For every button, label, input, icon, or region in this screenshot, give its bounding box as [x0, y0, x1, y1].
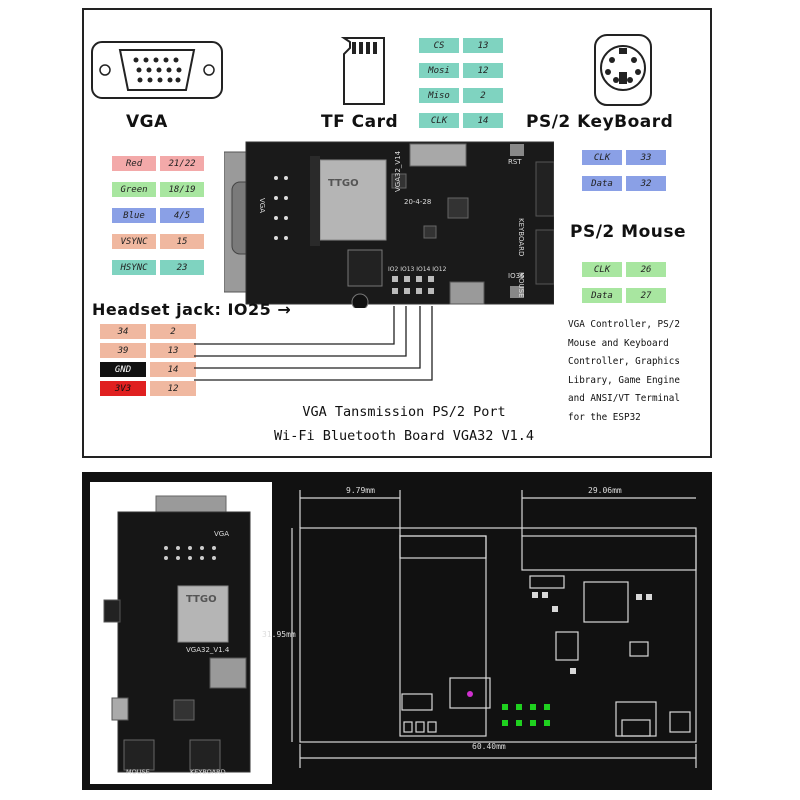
headset-jack-label: Headset jack: IO25 →: [92, 300, 292, 319]
description-line: Mouse and Keyboard: [568, 337, 669, 349]
pin-number-pill: 2: [463, 88, 503, 103]
caption-line-1: VGA Tansmission PS/2 Port: [302, 404, 506, 420]
pin-number-pill: 15: [160, 234, 204, 249]
ps2-connector-icon: [594, 34, 652, 106]
description-line: VGA Controller, PS/2: [568, 319, 680, 330]
pin-name-pill: CLK: [582, 262, 622, 277]
vga-board-label: VGA: [258, 198, 266, 214]
pin-name-pill: Mosi: [419, 63, 459, 78]
board-photo: TTGO VGA32_V14 20-4-28 KEYBOARD MOUSE RS…: [224, 138, 554, 308]
photo-model-label: VGA32_V1.4: [186, 646, 230, 654]
pin-number-pill: 26: [626, 262, 666, 277]
ps2-mouse-title: PS/2 Mouse: [570, 222, 687, 242]
keyboard-label: KEYBOARD: [517, 218, 525, 257]
pin-name-pill: GND: [100, 362, 146, 377]
pin-name-pill: CLK: [582, 150, 622, 165]
rst-label: RST: [508, 158, 522, 166]
pin-name-pill: Red: [112, 156, 156, 171]
dim-top-left: 9.79mm: [346, 486, 375, 495]
io-header-label: IO2 IO13 IO14 IO12: [388, 266, 447, 273]
pin-name-pill: CLK: [419, 113, 459, 128]
date-label: 20-4-28: [404, 198, 432, 206]
pin-number-pill: 23: [160, 260, 204, 275]
pin-number-pill: 13: [150, 343, 196, 358]
pin-number-pill: 21/22: [160, 156, 204, 171]
caption: VGA Tansmission PS/2 Port Wi-Fi Bluetoot…: [254, 400, 554, 448]
pin-number-pill: 27: [626, 288, 666, 303]
pin-name-pill: HSYNC: [112, 260, 156, 275]
tf-card-title: TF Card: [321, 112, 399, 132]
pin-name-pill: Green: [112, 182, 156, 197]
dim-height: 31.95mm: [262, 630, 296, 639]
photo-mouse-label: MOUSE: [126, 768, 150, 776]
description-line: Controller, Graphics: [568, 356, 680, 367]
sd-card-icon: [340, 37, 385, 105]
pin-name-pill: Data: [582, 288, 622, 303]
pin-name-pill: Miso: [419, 88, 459, 103]
description-line: Library, Game Engine: [568, 374, 680, 386]
pin-number-pill: 2: [150, 324, 196, 339]
pin-name-pill: VSYNC: [112, 234, 156, 249]
ttgo-label: TTGO: [328, 178, 359, 189]
cad-drawing: [291, 490, 697, 768]
io36-label: IO36: [508, 272, 525, 280]
pin-number-pill: 14: [150, 362, 196, 377]
description-line: and ANSI/VT Terminal: [568, 393, 680, 404]
model-label: VGA32_V14: [394, 150, 402, 192]
photo-vga-label: VGA: [214, 530, 230, 538]
pin-name-pill: Data: [582, 176, 622, 191]
photo-ttgo-label: TTGO: [186, 594, 217, 605]
feature-description: VGA Controller, PS/2 Mouse and Keyboard …: [568, 316, 708, 427]
pin-number-pill: 13: [463, 38, 503, 53]
pin-name-pill: 34: [100, 324, 146, 339]
pin-number-pill: 14: [463, 113, 503, 128]
pin-name-pill: 39: [100, 343, 146, 358]
pin-name-pill: CS: [419, 38, 459, 53]
description-line: for the ESP32: [568, 411, 641, 423]
pin-number-pill: 12: [463, 63, 503, 78]
vga-connector-icon: [91, 41, 223, 99]
board-photo-front: VGA TTGO VGA32_V1.4 MOUSE KEYBOARD: [90, 482, 272, 784]
pin-number-pill: 33: [626, 150, 666, 165]
pin-number-pill: 4/5: [160, 208, 204, 223]
caption-line-2: Wi-Fi Bluetooth Board VGA32 V1.4: [273, 428, 535, 444]
pin-number-pill: 32: [626, 176, 666, 191]
dimension-panel: VGA TTGO VGA32_V1.4 MOUSE KEYBOARD: [82, 472, 712, 790]
dim-width: 60.40mm: [472, 742, 506, 751]
dim-top-right: 29.06mm: [588, 486, 622, 495]
vga-title: VGA: [126, 112, 168, 132]
photo-keyboard-label: KEYBOARD: [190, 768, 226, 776]
pin-number-pill: 12: [150, 381, 196, 396]
header-wires: [194, 306, 433, 381]
pin-name-pill: Blue: [112, 208, 156, 223]
pin-number-pill: 18/19: [160, 182, 204, 197]
pin-name-pill: 3V3: [100, 381, 146, 396]
ps2-keyboard-title: PS/2 KeyBoard: [526, 112, 674, 132]
